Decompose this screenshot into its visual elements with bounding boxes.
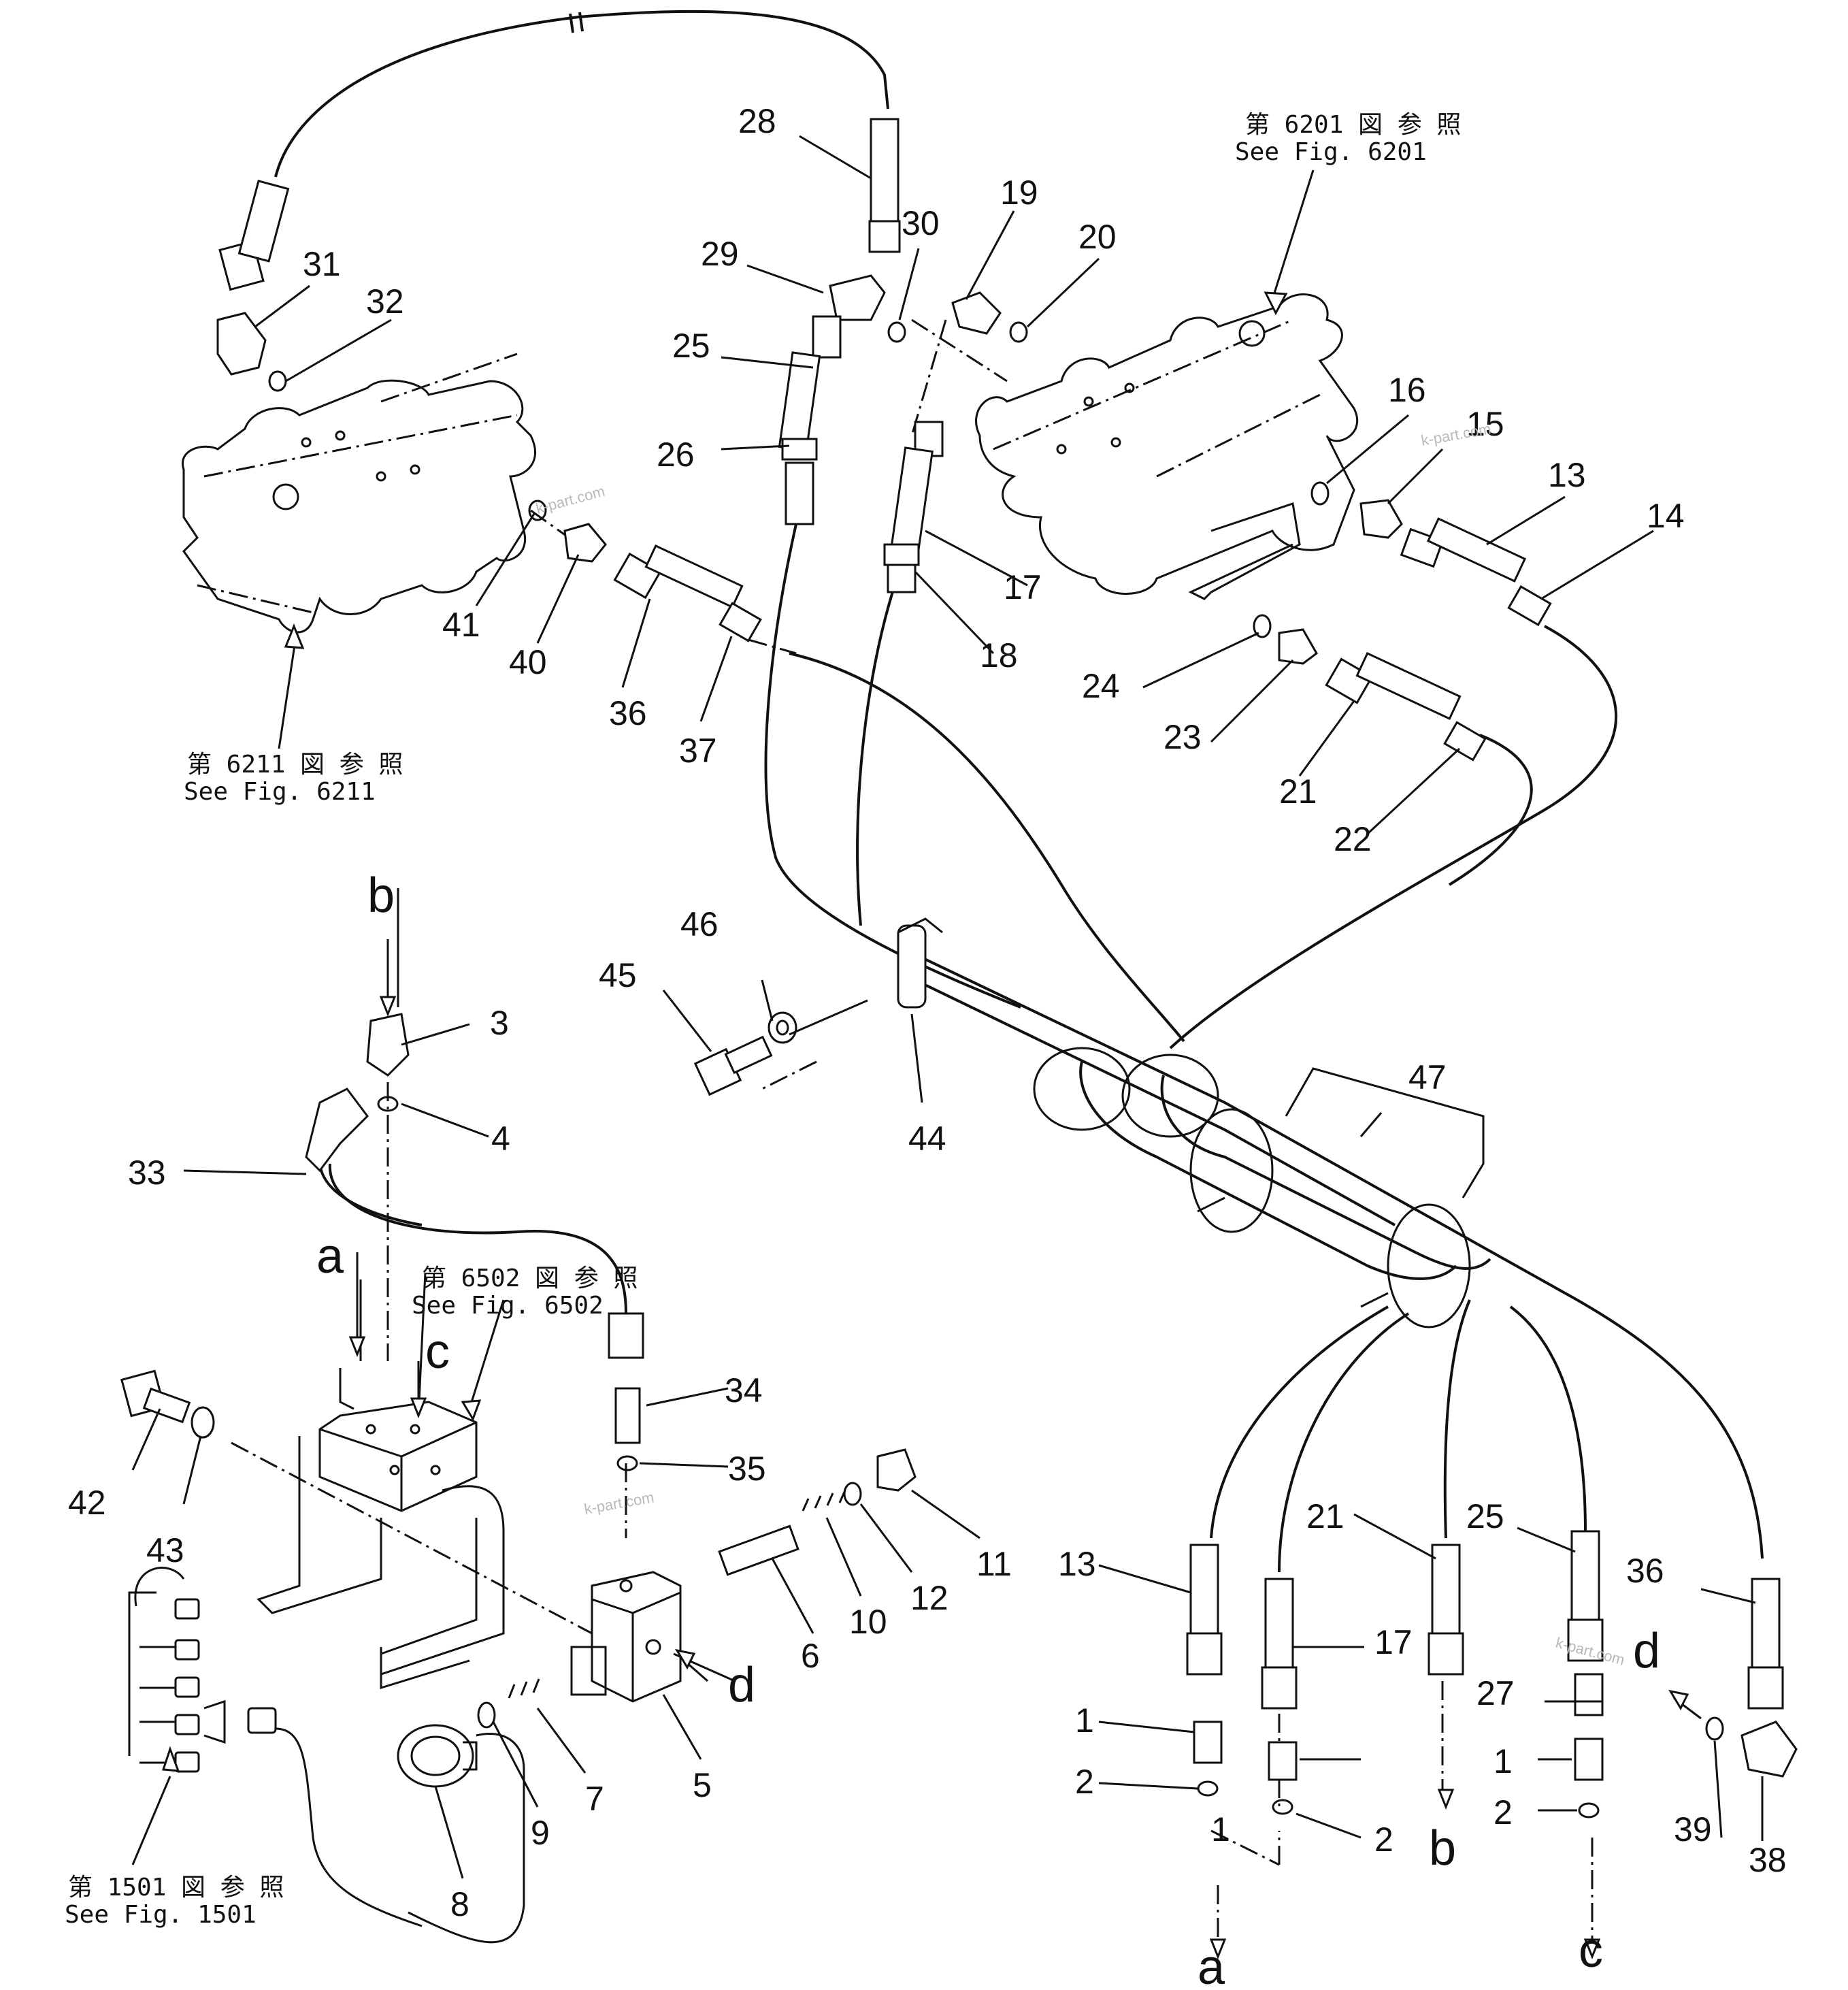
control-valve-6211 bbox=[181, 379, 536, 634]
callout-6: 6 bbox=[801, 1637, 820, 1675]
callout-23: 23 bbox=[1164, 718, 1202, 756]
callout-12: 12 bbox=[910, 1579, 948, 1617]
pressure-switch bbox=[397, 1724, 478, 1788]
port-letter-a: a bbox=[316, 1229, 344, 1284]
callout-2: 2 bbox=[1374, 1821, 1393, 1859]
callout-4: 4 bbox=[491, 1120, 510, 1158]
port-letter-d: d bbox=[728, 1658, 755, 1712]
port-letter-c: c bbox=[425, 1324, 450, 1379]
bundle-clamps bbox=[897, 917, 1471, 1328]
callout-19: 19 bbox=[1000, 174, 1038, 212]
callout-40: 40 bbox=[509, 643, 547, 681]
callout-22: 22 bbox=[1334, 820, 1372, 858]
ref-6201-jp: 第 6201 図 参 照 bbox=[1245, 111, 1461, 139]
callout-13: 13 bbox=[1058, 1545, 1096, 1583]
callout-34: 34 bbox=[725, 1371, 763, 1409]
callout-17: 17 bbox=[1374, 1623, 1413, 1661]
callout-3: 3 bbox=[490, 1004, 509, 1042]
callout-8: 8 bbox=[450, 1885, 469, 1923]
port-letter-b: b bbox=[367, 868, 395, 923]
callout-2: 2 bbox=[1075, 1763, 1094, 1801]
control-valve-6201 bbox=[975, 293, 1359, 600]
ref-6201-en: See Fig. 6201 bbox=[1235, 138, 1427, 166]
ref-6211-jp: 第 6211 図 参 照 bbox=[187, 751, 403, 779]
callout-29: 29 bbox=[701, 235, 739, 273]
callout-28: 28 bbox=[738, 102, 776, 140]
callout-47: 47 bbox=[1408, 1058, 1447, 1096]
watermark: k-part.com bbox=[534, 483, 607, 517]
figure-references: 第 6201 図 参 照 See Fig. 6201 第 6211 図 参 照 … bbox=[65, 111, 1461, 1929]
watermarks: k-part.com k-part.com k-part.com k-part.… bbox=[534, 420, 1627, 1668]
callout-36: 36 bbox=[1626, 1552, 1664, 1590]
watermark: k-part.com bbox=[1420, 420, 1493, 449]
callout-10: 10 bbox=[849, 1603, 887, 1641]
callout-17: 17 bbox=[1004, 568, 1042, 606]
port-letter-b: b bbox=[1429, 1821, 1456, 1876]
ref-6502-jp: 第 6502 図 参 照 bbox=[422, 1265, 638, 1292]
callout-1: 1 bbox=[1494, 1742, 1513, 1780]
leader-lines bbox=[131, 135, 1764, 1960]
callout-41: 41 bbox=[442, 606, 480, 644]
callout-21: 21 bbox=[1279, 772, 1317, 811]
callout-20: 20 bbox=[1078, 218, 1117, 256]
callout-1: 1 bbox=[1075, 1701, 1094, 1740]
callout-15: 15 bbox=[1466, 405, 1504, 443]
callout-38: 38 bbox=[1749, 1841, 1787, 1879]
callout-9: 9 bbox=[531, 1814, 550, 1852]
fittings bbox=[120, 118, 1798, 1818]
callout-35: 35 bbox=[728, 1450, 766, 1488]
callout-1: 1 bbox=[1211, 1810, 1230, 1848]
callout-2: 2 bbox=[1494, 1793, 1513, 1831]
callout-16: 16 bbox=[1388, 371, 1426, 409]
callout-13: 13 bbox=[1548, 456, 1586, 494]
watermark: k-part.com bbox=[583, 1488, 656, 1518]
callout-5: 5 bbox=[693, 1766, 712, 1804]
hose-lines bbox=[274, 10, 1764, 1573]
ref-1501-jp: 第 1501 図 参 照 bbox=[68, 1874, 284, 1902]
ref-1501-en: See Fig. 1501 bbox=[65, 1901, 257, 1929]
callout-24: 24 bbox=[1082, 667, 1120, 705]
port-letter-d: d bbox=[1633, 1624, 1660, 1678]
port-letter-a: a bbox=[1198, 1940, 1225, 1987]
callout-14: 14 bbox=[1647, 497, 1685, 535]
manifold-block bbox=[570, 1571, 682, 1703]
callout-32: 32 bbox=[366, 282, 404, 321]
callout-45: 45 bbox=[599, 956, 637, 994]
ref-6211-en: See Fig. 6211 bbox=[184, 778, 376, 806]
callout-26: 26 bbox=[657, 436, 695, 474]
callout-46: 46 bbox=[680, 905, 719, 943]
callout-11: 11 bbox=[976, 1545, 1012, 1583]
callout-44: 44 bbox=[908, 1120, 946, 1158]
callout-7: 7 bbox=[585, 1780, 604, 1818]
wire-harness bbox=[128, 1567, 525, 1944]
callout-18: 18 bbox=[980, 636, 1018, 674]
ref-6502-en: See Fig. 6502 bbox=[412, 1292, 604, 1320]
callout-37: 37 bbox=[679, 732, 717, 770]
callout-21: 21 bbox=[1306, 1497, 1344, 1535]
port-letters: b a c d b d a c bbox=[316, 868, 1660, 1990]
callout-43: 43 bbox=[146, 1531, 184, 1569]
callout-25: 25 bbox=[1466, 1497, 1504, 1535]
callout-labels: 1 1 1 2 2 2 3 4 5 6 7 8 9 10 11 12 13 13… bbox=[68, 102, 1787, 1923]
callout-36: 36 bbox=[609, 694, 647, 732]
port-letter-c: c bbox=[1579, 1923, 1603, 1978]
callout-30: 30 bbox=[902, 204, 940, 242]
callout-31: 31 bbox=[303, 245, 341, 283]
valve-block-bracket bbox=[257, 1368, 505, 1690]
callout-39: 39 bbox=[1674, 1810, 1712, 1848]
callout-33: 33 bbox=[128, 1154, 166, 1192]
callout-42: 42 bbox=[68, 1484, 106, 1522]
callout-27: 27 bbox=[1476, 1674, 1515, 1712]
callout-25: 25 bbox=[672, 327, 710, 365]
